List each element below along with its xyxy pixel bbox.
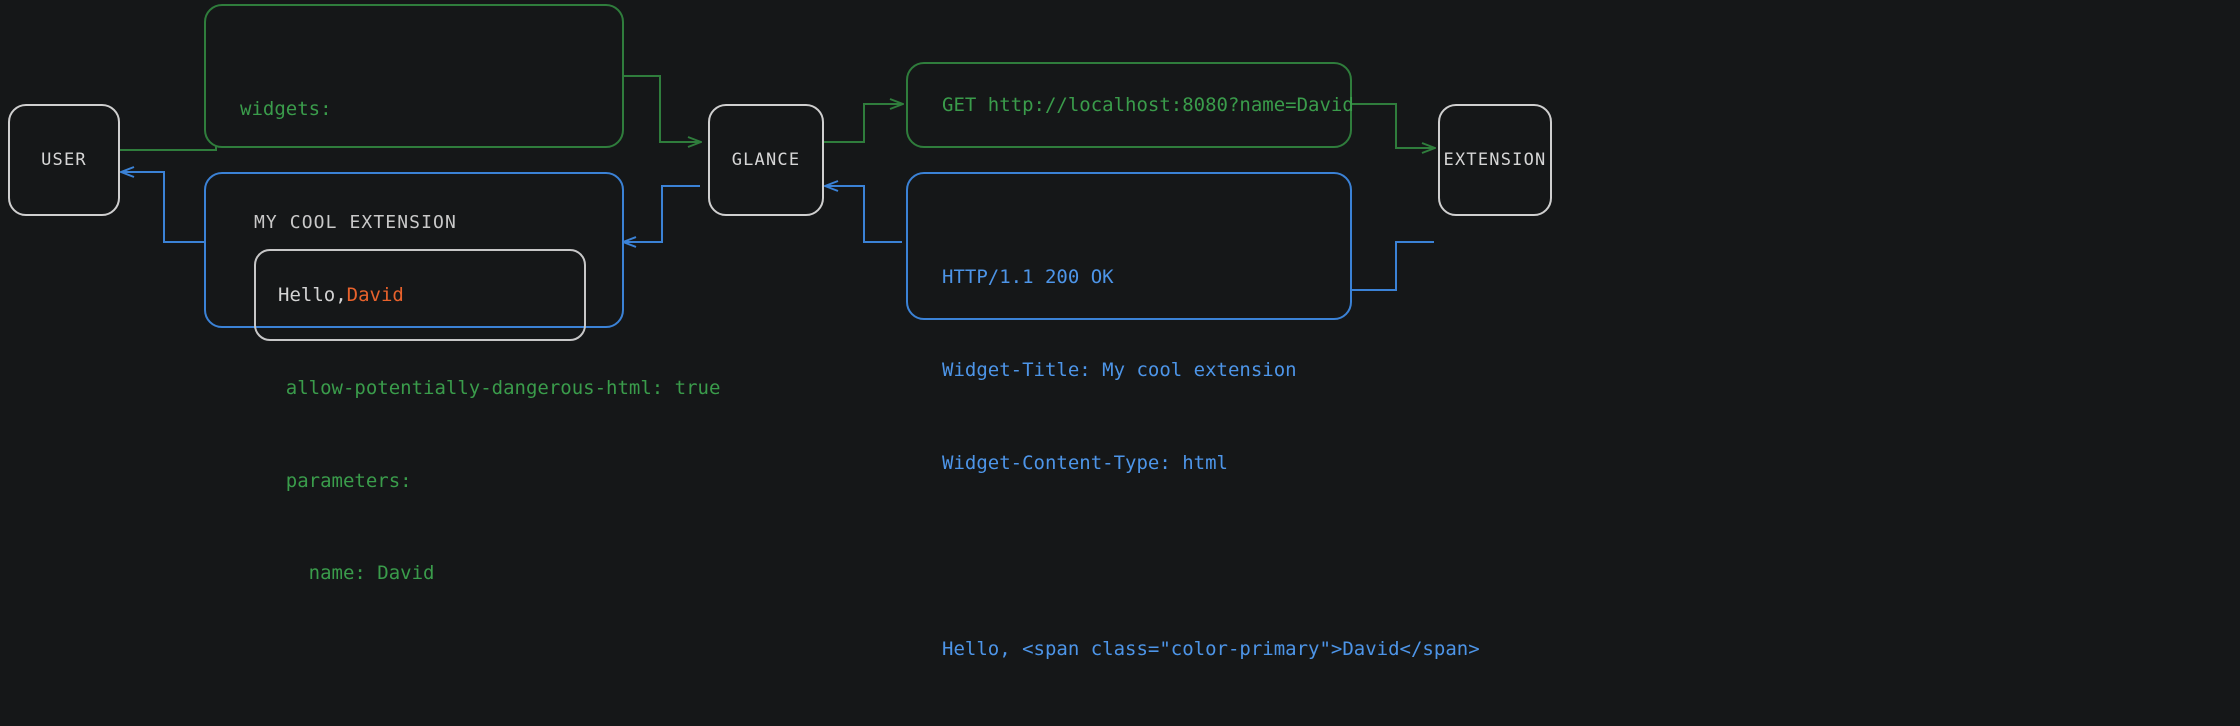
widget-greeting-name: David	[346, 284, 404, 306]
node-glance[interactable]: GLANCE	[708, 104, 824, 216]
widget-title: MY COOL EXTENSION	[254, 212, 457, 233]
http-request-line-0: GET http://localhost:8080?name=David	[942, 93, 1354, 116]
node-user-label: USER	[41, 150, 87, 170]
edge-extension-to-response	[1352, 241, 1434, 291]
edge-config-to-glance	[624, 75, 700, 142]
http-response-line-2: Widget-Content-Type: html	[942, 451, 1228, 474]
yaml-line-0: widgets:	[240, 97, 332, 120]
http-response-line-1: Widget-Title: My cool extension	[942, 358, 1297, 381]
edge-glance-to-widget	[624, 185, 700, 242]
node-user[interactable]: USER	[8, 104, 120, 216]
yaml-line-4: parameters:	[240, 469, 412, 492]
http-request-box: GET http://localhost:8080?name=David	[906, 62, 1354, 148]
widget-body: Hello, David	[254, 249, 586, 341]
http-response-line-blank	[942, 541, 1316, 572]
node-glance-label: GLANCE	[731, 150, 801, 170]
rendered-widget-card[interactable]: MY COOL EXTENSION Hello, David	[204, 172, 624, 341]
widget-greeting-prefix: Hello,	[278, 284, 347, 306]
edge-response-to-glance	[826, 186, 902, 243]
http-response-line-0: HTTP/1.1 200 OK	[942, 265, 1114, 288]
http-response-box: HTTP/1.1 200 OK Widget-Title: My cool ex…	[906, 172, 1480, 660]
diagram-canvas: USER GLANCE EXTENSION widgets: - type: e…	[8, 4, 1552, 660]
yaml-line-3: allow-potentially-dangerous-html: true	[240, 376, 721, 399]
yaml-config-box: widgets: - type: extension url: http://l…	[204, 4, 720, 584]
edge-widget-to-user	[122, 172, 204, 243]
edge-request-to-extension	[1352, 103, 1434, 148]
node-extension[interactable]: EXTENSION	[1438, 104, 1552, 216]
node-extension-label: EXTENSION	[1443, 150, 1547, 170]
yaml-line-5: name: David	[240, 562, 435, 585]
edge-glance-to-request	[824, 104, 902, 143]
http-response-line-4: Hello, <span class="color-primary">David…	[942, 637, 1480, 660]
